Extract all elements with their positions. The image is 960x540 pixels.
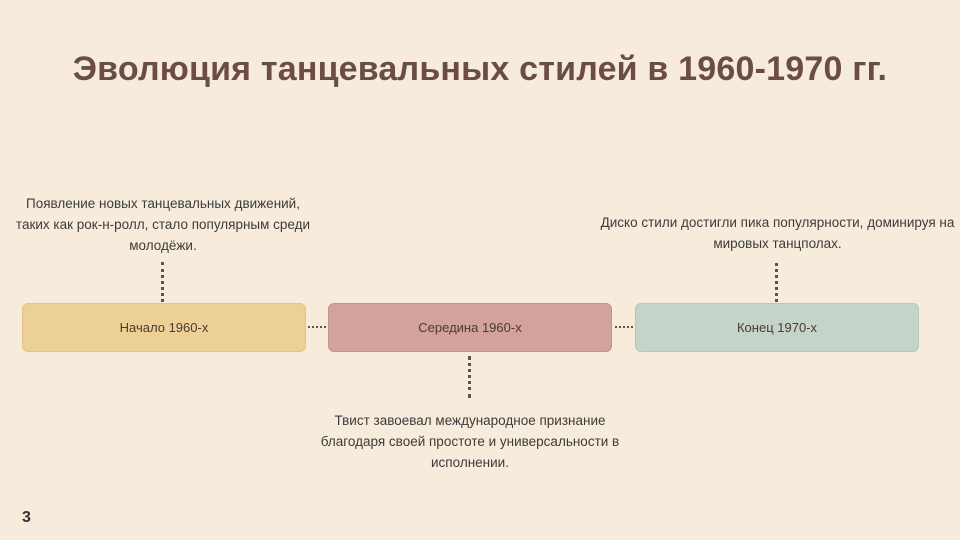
timeline-stage-label: Начало 1960-х xyxy=(119,320,209,335)
timeline-stage-mid-1960s: Середина 1960-х xyxy=(328,303,612,352)
connector-dots-horizontal xyxy=(615,326,633,328)
page-number: 3 xyxy=(22,509,31,526)
timeline-description-late-1970s: Диско стили достигли пика популярности, … xyxy=(600,215,955,251)
connector-dots-vertical xyxy=(468,356,473,398)
timeline-stage-label: Середина 1960-х xyxy=(418,320,522,335)
connector-dots-horizontal xyxy=(308,326,326,328)
timeline-stage-label: Конец 1970-х xyxy=(736,320,818,335)
timeline-stage-early-1960s: Начало 1960-х xyxy=(22,303,306,352)
timeline-description-early-1960s: Появление новых танцевальных движений, т… xyxy=(15,196,311,253)
connector-dots-vertical xyxy=(161,262,166,302)
slide-title: Эволюция танцевальных стилей в 1960-1970… xyxy=(72,50,888,88)
connector-dots-vertical xyxy=(775,263,780,302)
timeline-description-mid-1960s: Твист завоевал международное признание б… xyxy=(320,413,620,470)
timeline-stage-late-1970s: Конец 1970-х xyxy=(635,303,919,352)
